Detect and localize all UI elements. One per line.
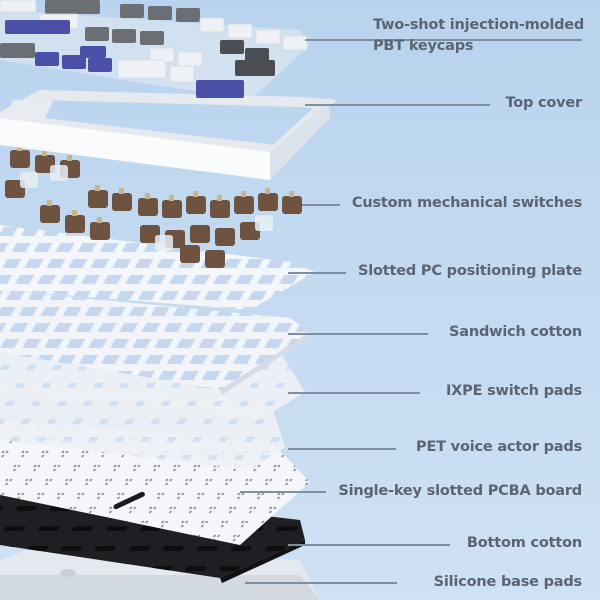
label-pet-pads: PET voice actor pads xyxy=(416,439,582,455)
label-ixpe-pads: IXPE switch pads xyxy=(445,383,582,399)
label-sandwich-cotton: Sandwich cotton xyxy=(449,324,582,340)
leader-line-silicone-pads xyxy=(245,582,397,584)
leader-line-bottom-cotton xyxy=(288,544,450,546)
pc-plate-layer xyxy=(0,225,315,310)
label-switches: Custom mechanical switches xyxy=(351,195,582,211)
label-top-cover: Top cover xyxy=(505,95,582,111)
keycaps-layer xyxy=(0,0,310,100)
top-cover-layer xyxy=(0,89,337,180)
switches-layer xyxy=(5,145,302,268)
leader-line-plate xyxy=(288,272,346,274)
label-keycaps-line2: PBT keycaps xyxy=(373,38,474,54)
leader-line-ixpe-pads xyxy=(288,392,420,394)
leader-line-sandwich-cotton xyxy=(288,333,428,335)
leader-line-keycaps xyxy=(305,39,582,41)
leader-line-pet-pads xyxy=(288,448,396,450)
leader-line-switches xyxy=(302,204,340,206)
leader-line-top-cover xyxy=(305,104,490,106)
label-keycaps-line1: Two-shot injection-molded xyxy=(373,17,585,33)
leader-line-pcba xyxy=(240,491,326,493)
label-plate: Slotted PC positioning plate xyxy=(358,263,582,279)
label-keycaps: Two-shot injection-molded PBT keycaps xyxy=(373,15,585,57)
sandwich-cotton-layer xyxy=(0,290,310,395)
label-bottom-cotton: Bottom cotton xyxy=(466,535,582,551)
label-silicone-pads: Silicone base pads xyxy=(433,574,583,590)
label-pcba: Single-key slotted PCBA board xyxy=(338,483,582,499)
